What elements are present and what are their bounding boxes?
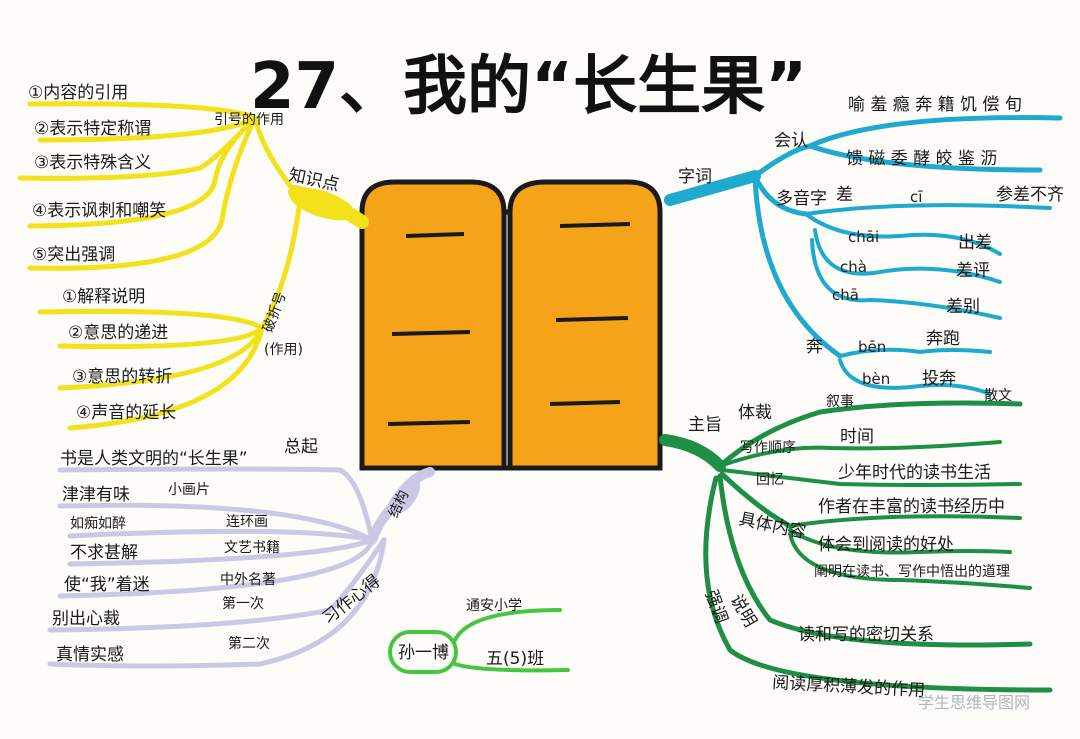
- polyphone-cha-word-1: 出差: [958, 233, 992, 253]
- quotes-label: 引号的作用: [214, 112, 284, 128]
- polyphone-cha-ci: cī: [910, 188, 923, 206]
- dash-item-4: ④声音的延长: [76, 403, 176, 423]
- structure-note-1: 小画片: [168, 482, 210, 498]
- knowledge-leaf: [289, 187, 355, 221]
- structure-summary-tag: 总起: [284, 437, 318, 457]
- order-label: 写作顺序: [740, 440, 796, 456]
- quote-item-5: ⑤突出强调: [32, 245, 115, 265]
- polyphone-cha-word-2: 差评: [956, 261, 990, 281]
- polyphone-cha-pinyin-3: chā: [832, 286, 859, 304]
- structure-summary: 书是人类文明的“长生果”: [60, 449, 248, 469]
- main-idea-branch: 主旨 体裁 叙事 散文 写作顺序 时间 回忆 少年时代的读书生活 具体内容 作者…: [659, 388, 1053, 701]
- quote-item-4: ④表示讽刺和嘲笑: [32, 201, 166, 221]
- words-label: 字词: [678, 167, 712, 187]
- quote-item-1: ①内容的引用: [28, 83, 128, 103]
- author-school: 通安小学: [466, 598, 522, 614]
- polyphone-cha-word-3: 差别: [946, 297, 980, 317]
- recall-label: 回忆: [756, 472, 784, 488]
- recognize-row-2: 馈 磁 委 酵 皎 鉴 沥: [846, 149, 997, 169]
- polyphone-label: 多音字: [776, 189, 827, 209]
- genre-value-2: 散文: [984, 388, 1012, 404]
- structure-note-2: 连环画: [226, 514, 268, 530]
- content-item-2: 体会到阅读的好处: [818, 535, 954, 555]
- structure-note-4: 中外名著: [220, 572, 276, 588]
- structure-note-3: 文艺书籍: [224, 539, 280, 556]
- main-idea-label: 主旨: [688, 415, 722, 435]
- recognize-label: 会认: [774, 131, 808, 151]
- recall-value: 少年时代的读书生活: [838, 463, 991, 483]
- polyphone-cha-pinyin-2: chà: [840, 258, 867, 276]
- emphasis-label: 强调: [701, 587, 731, 626]
- words-branch: 字词 会认 喻 羞 瘾 奔 籍 饥 偿 旬 馈 磁 委 酵 皎 鉴 沥 多音字 …: [664, 95, 1064, 396]
- quote-item-2: ②表示特定称谓: [34, 119, 151, 139]
- polyphone-ben-pinyin-2: bèn: [862, 370, 890, 388]
- dash-item-3: ③意思的转折: [72, 367, 172, 387]
- structure-item-6: 真情实感: [56, 645, 124, 665]
- structure-item-4: 使“我”着迷: [64, 574, 150, 595]
- watermark: 学生思维导图网: [918, 693, 1030, 712]
- structure-note-6: 第二次: [228, 635, 270, 652]
- structure-note-5: 第一次: [222, 595, 264, 612]
- polyphone-cha-char: 差: [836, 185, 853, 205]
- author-name: 孙一博: [398, 643, 449, 663]
- order-value: 时间: [840, 427, 874, 447]
- dash-item-1: ①解释说明: [62, 287, 145, 307]
- structure-branch: 结构 书是人类文明的“长生果” 总起 津津有味 小画片 如痴如醉 连环画 不求甚…: [47, 437, 435, 669]
- polyphone-cha-pinyin-1: chāi: [848, 228, 879, 246]
- page-title: 27、我的“长生果”: [250, 50, 807, 124]
- open-book-icon: [359, 179, 663, 471]
- polyphone-ben-word-1: 奔跑: [926, 329, 960, 349]
- writing-label: 习作心得: [319, 571, 385, 629]
- knowledge-branch: 知识点 引号的作用 ①内容的引用 ②表示特定称谓 ③表示特殊含义 ④表示讽刺和嘲…: [17, 83, 369, 431]
- explain-value: 读和写的密切关系: [798, 625, 934, 645]
- genre-value: 叙事: [826, 393, 854, 410]
- author-class: 五(5)班: [486, 649, 544, 669]
- polyphone-ben-word-2: 投奔: [922, 369, 956, 389]
- dash-label: 破折号: [260, 290, 289, 335]
- content-item-3: 阐明在读书、写作中悟出的道理: [814, 563, 1010, 580]
- structure-item-3: 不求甚解: [70, 543, 138, 563]
- structure-item-1: 津津有味: [62, 485, 130, 505]
- polyphone-ben-char: 奔: [806, 337, 823, 357]
- dash-item-2: ②意思的递进: [68, 323, 168, 343]
- genre-label: 体裁: [738, 403, 772, 423]
- author-badge: 孙一博 通安小学 五(5)班: [388, 598, 570, 674]
- structure-item-5: 别出心裁: [52, 609, 120, 629]
- content-item-1: 作者在丰富的读书经历中: [818, 497, 1005, 517]
- emphasis-value: 阅读厚积薄发的作用: [772, 673, 926, 701]
- structure-item-2: 如痴如醉: [70, 516, 126, 532]
- dash-sub-label: (作用): [264, 342, 303, 358]
- recognize-row-1: 喻 羞 瘾 奔 籍 饥 偿 旬: [848, 95, 1022, 115]
- polyphone-ben-pinyin-1: bēn: [858, 338, 886, 356]
- polyphone-cha-word-0: 参差不齐: [996, 185, 1064, 205]
- quote-item-3: ③表示特殊含义: [34, 153, 151, 173]
